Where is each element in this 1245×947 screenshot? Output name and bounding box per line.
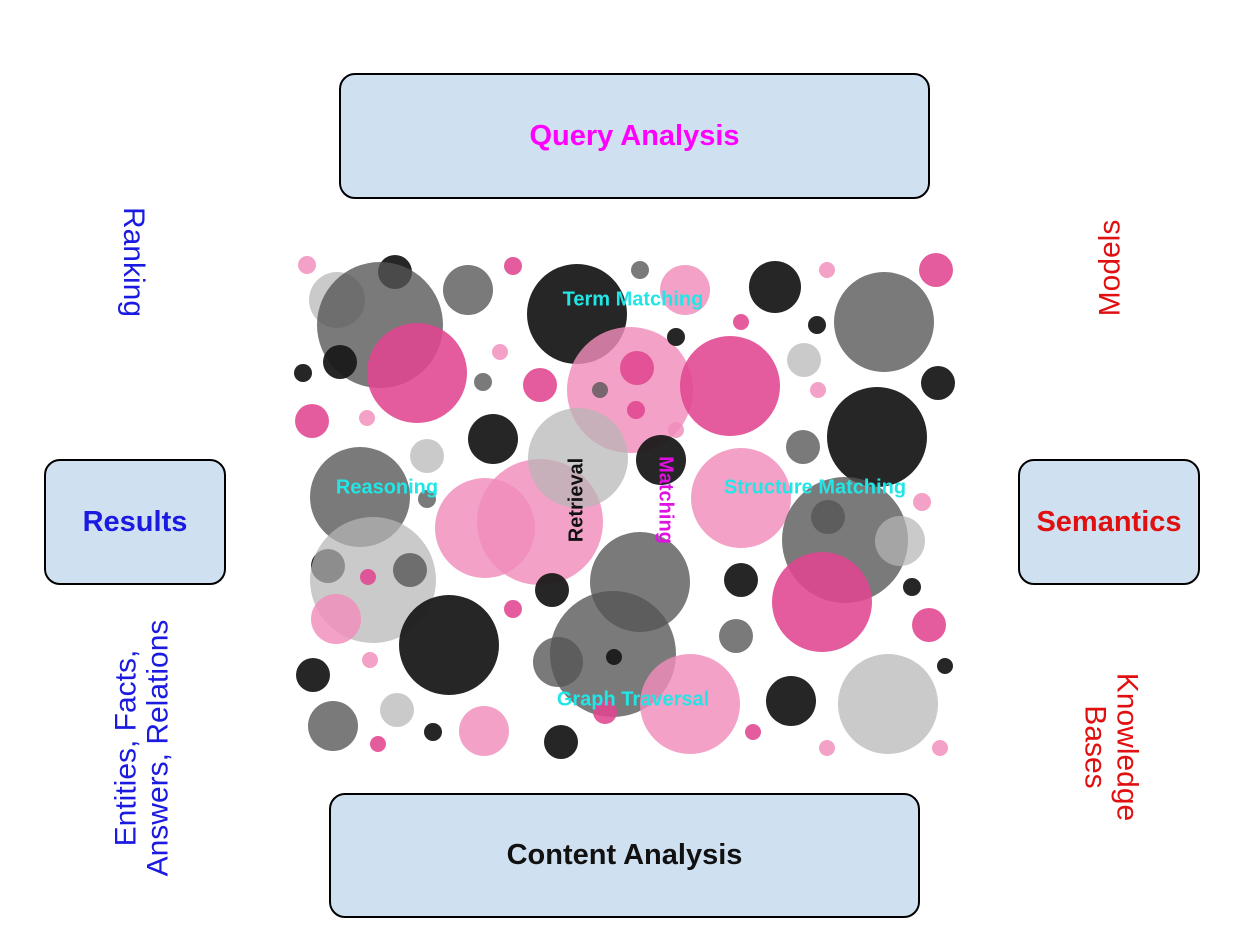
bubble	[380, 693, 414, 727]
bubble	[360, 569, 376, 585]
bubble	[903, 578, 921, 596]
bubble	[766, 676, 816, 726]
bubble	[660, 265, 710, 315]
bubble	[627, 401, 645, 419]
knowledge-line-2: Bases	[1079, 705, 1112, 789]
bubble	[912, 608, 946, 642]
bubble	[606, 649, 622, 665]
bubble	[680, 336, 780, 436]
bubble	[468, 414, 518, 464]
bubble	[424, 723, 442, 741]
bubble	[298, 256, 316, 274]
bubble	[544, 725, 578, 759]
bubble	[533, 637, 583, 687]
bubble	[745, 724, 761, 740]
bubble	[808, 316, 826, 334]
bubble	[393, 553, 427, 587]
retrieval-label: Retrieval	[565, 457, 588, 543]
bubble	[810, 382, 826, 398]
graph-traversal-label: Graph Traversal	[556, 688, 710, 711]
query-analysis-box: Query Analysis	[339, 73, 930, 199]
bubble	[308, 701, 358, 751]
term-matching-label: Term Matching	[562, 288, 704, 311]
structure-matching-label: Structure Matching	[723, 476, 907, 499]
bubble	[294, 364, 312, 382]
bubble	[399, 595, 499, 695]
bubble	[787, 343, 821, 377]
query-analysis-label: Query Analysis	[529, 119, 740, 152]
results-label: Results	[82, 505, 188, 538]
bubble	[311, 594, 361, 644]
bubble	[875, 516, 925, 566]
bubble	[733, 314, 749, 330]
bubble	[937, 658, 953, 674]
reasoning-label: Reasoning	[335, 476, 439, 499]
bubble	[819, 740, 835, 756]
entities-line-2: Answers, Relations	[141, 619, 174, 877]
bubble	[811, 500, 845, 534]
bubble	[296, 658, 330, 692]
bubble	[921, 366, 955, 400]
bubble	[443, 265, 493, 315]
bubble	[786, 430, 820, 464]
bubble	[459, 706, 509, 756]
bubble	[691, 448, 791, 548]
bubble	[772, 552, 872, 652]
bubble	[749, 261, 801, 313]
entities-facts-label: Entities, Facts, Answers, Relations	[109, 619, 175, 877]
bubble	[827, 387, 927, 487]
bubble	[359, 410, 375, 426]
bubble	[367, 323, 467, 423]
bubble	[593, 700, 617, 724]
bubble	[913, 493, 931, 511]
bubble	[492, 344, 508, 360]
ranking-label: Ranking	[116, 206, 150, 318]
bubble	[631, 261, 649, 279]
bubble	[668, 422, 684, 438]
bubble	[592, 382, 608, 398]
bubble	[719, 619, 753, 653]
bubble	[362, 652, 378, 668]
bubble	[504, 600, 522, 618]
bubble	[819, 262, 835, 278]
knowledge-bases-label: Knowledge Bases	[1079, 672, 1144, 822]
bubble	[640, 654, 740, 754]
bubble	[504, 257, 522, 275]
bubble	[295, 404, 329, 438]
semantics-label: Semantics	[1036, 505, 1182, 538]
bubble	[724, 563, 758, 597]
bubble	[410, 439, 444, 473]
results-box: Results	[44, 459, 226, 585]
bubble	[418, 490, 436, 508]
bubble	[528, 408, 628, 508]
bubble	[667, 328, 685, 346]
models-label: Models	[1093, 219, 1127, 317]
bubble	[919, 253, 953, 287]
knowledge-line-1: Knowledge	[1110, 672, 1144, 822]
bubble	[323, 345, 357, 379]
bubble	[474, 373, 492, 391]
content-analysis-box: Content Analysis	[329, 793, 920, 918]
entities-line-1: Entities, Facts,	[109, 649, 143, 847]
bubble	[523, 368, 557, 402]
semantics-box: Semantics	[1018, 459, 1200, 585]
bubble	[535, 573, 569, 607]
bubble	[370, 736, 386, 752]
content-analysis-label: Content Analysis	[506, 839, 743, 871]
bubble	[838, 654, 938, 754]
bubble	[636, 435, 686, 485]
matching-label: Matching	[654, 456, 677, 544]
bubble	[834, 272, 934, 372]
bubble	[620, 351, 654, 385]
bubble	[932, 740, 948, 756]
